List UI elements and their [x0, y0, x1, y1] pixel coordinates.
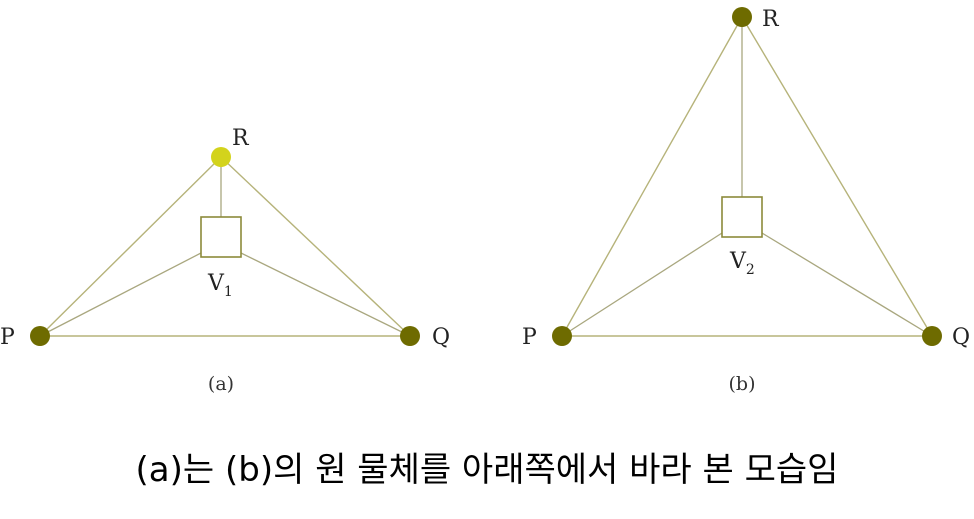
- figure-b: P Q R V2 (b): [522, 7, 970, 395]
- figure-caption: (a)는 (b)의 원 물체를 아래쪽에서 바라 본 모습임: [135, 450, 839, 490]
- label-v2-sub: 2: [746, 262, 755, 278]
- edge-p-r-a: [39, 156, 222, 337]
- figure-a: P Q R V1 (a): [0, 126, 450, 395]
- node-r-b: [732, 7, 752, 27]
- edge-q-r-a: [220, 156, 411, 337]
- spoke-q-v-b: [761, 232, 933, 337]
- edge-p-r-b: [561, 16, 743, 337]
- spoke-q-v-a: [240, 252, 411, 337]
- label-q-b: Q: [952, 325, 970, 350]
- label-v1-main: V: [207, 271, 225, 296]
- label-q-a: Q: [432, 325, 450, 350]
- node-q-b: [922, 326, 942, 346]
- label-p-a: P: [0, 325, 15, 350]
- sublabel-a: (a): [208, 373, 234, 395]
- spoke-p-v-b: [561, 232, 723, 337]
- label-r-b: R: [762, 7, 780, 32]
- label-v2-main: V: [729, 249, 747, 274]
- label-v1: V1: [207, 271, 233, 300]
- node-r-a: [211, 147, 231, 167]
- node-p-a: [30, 326, 50, 346]
- label-r-a: R: [232, 126, 250, 151]
- sublabel-b: (b): [729, 373, 756, 395]
- box-v1: [200, 216, 242, 258]
- label-v1-sub: 1: [224, 284, 233, 300]
- node-q-a: [400, 326, 420, 346]
- node-p-b: [552, 326, 572, 346]
- spoke-p-v-a: [39, 252, 202, 337]
- label-p-b: P: [522, 325, 537, 350]
- box-v2: [721, 196, 763, 238]
- edge-q-r-b: [741, 16, 933, 337]
- label-v2: V2: [729, 249, 755, 278]
